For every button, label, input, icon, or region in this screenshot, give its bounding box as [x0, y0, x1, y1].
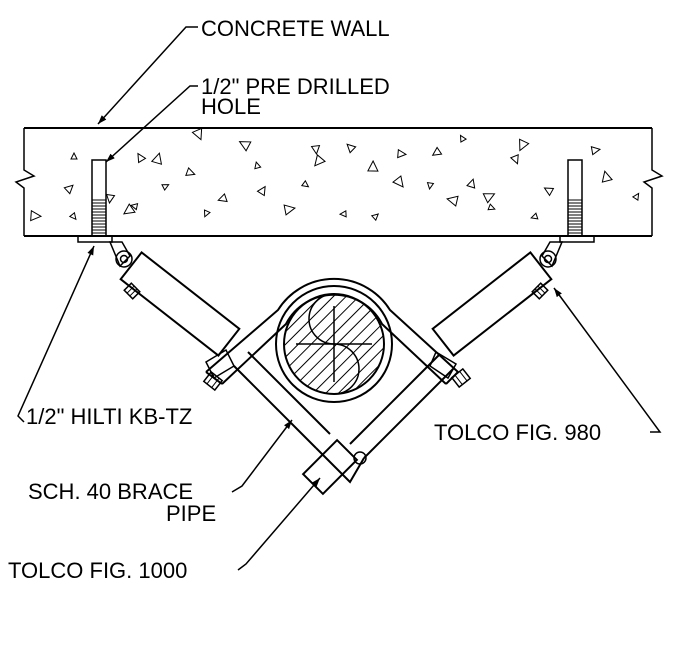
left-wall-attachment [77, 235, 141, 300]
label-pre-drilled-line2: HOLE [201, 94, 261, 119]
right-brace-pipe [429, 251, 553, 389]
concrete-aggregate [30, 127, 640, 222]
label-pre-drilled-line1: 1/2" PRE DRILLED [201, 74, 390, 99]
left-anchor [91, 159, 107, 237]
carrier-pipe [275, 285, 393, 403]
concrete-wall [14, 127, 664, 237]
label-concrete-wall: CONCRETE WALL [201, 16, 390, 41]
labels: CONCRETE WALL 1/2" PRE DRILLED HOLE 1/2"… [8, 16, 601, 583]
leader-lines [17, 26, 662, 571]
right-anchor [567, 159, 583, 237]
left-brace-pipe [119, 251, 241, 392]
label-hilti: 1/2" HILTI KB-TZ [26, 404, 192, 429]
label-brace-line1: SCH. 40 BRACE [28, 479, 193, 504]
label-tolco-1000: TOLCO FIG. 1000 [8, 558, 187, 583]
label-tolco-980: TOLCO FIG. 980 [434, 420, 601, 445]
label-brace-line2: PIPE [166, 501, 216, 526]
